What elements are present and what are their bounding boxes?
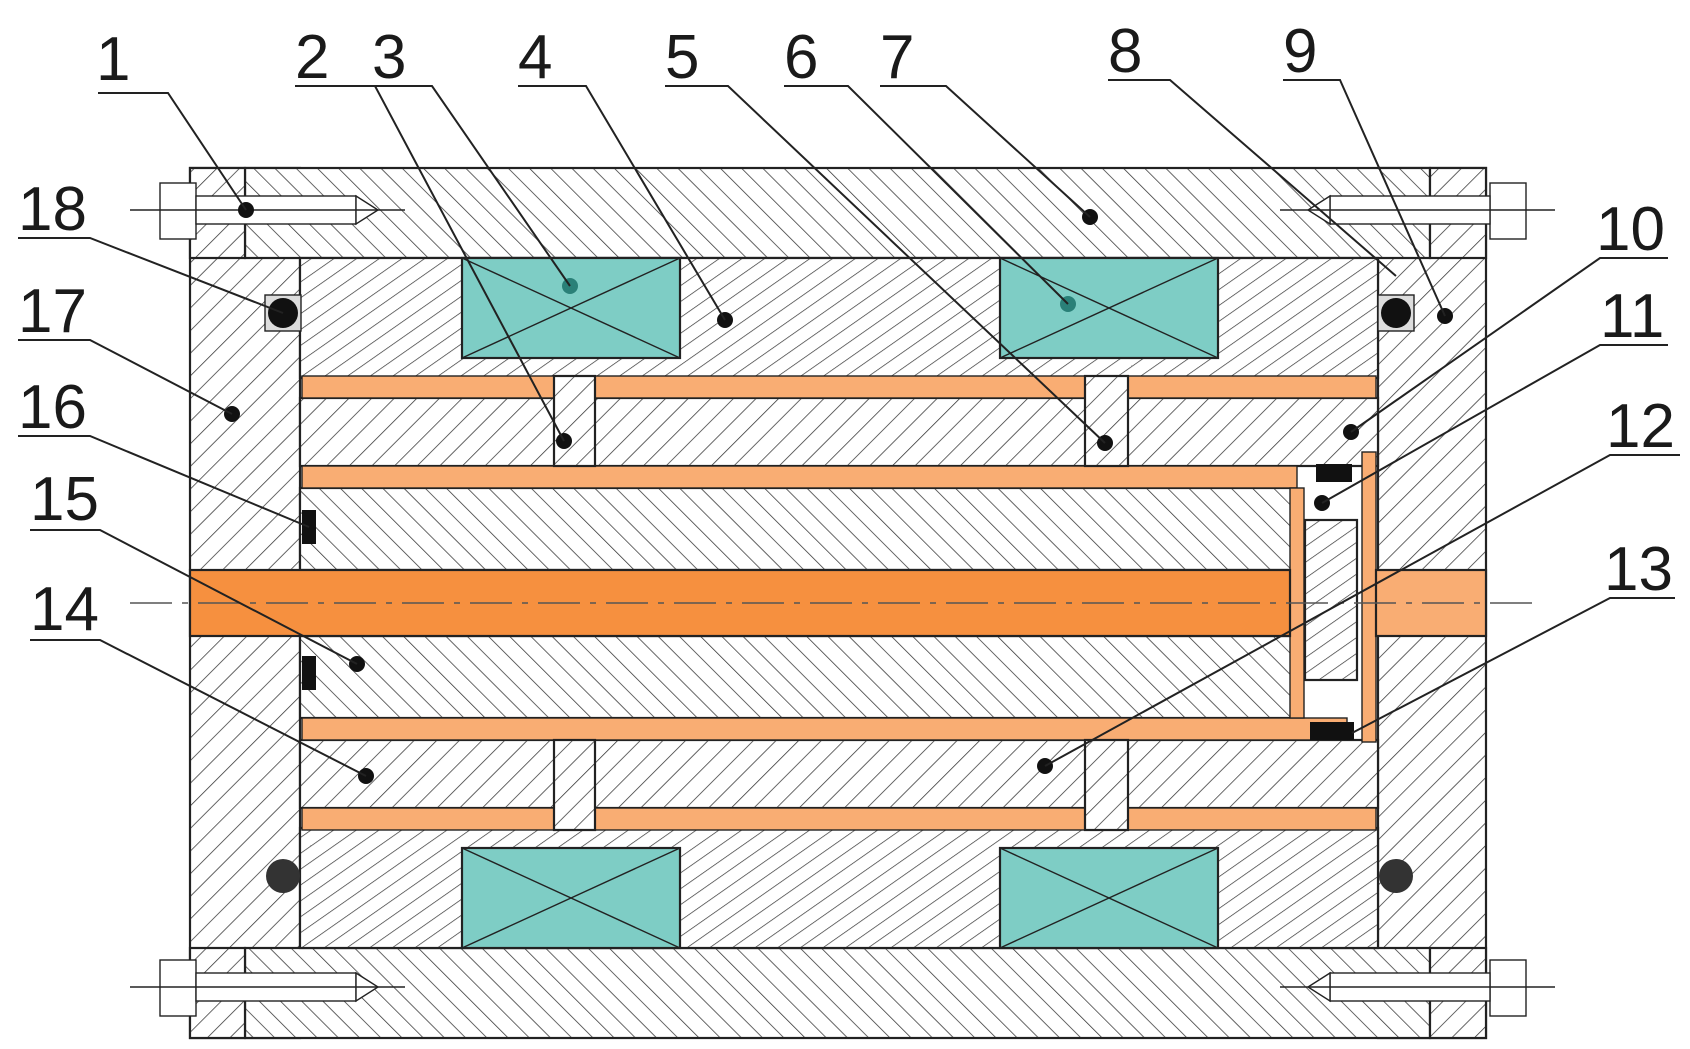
- sleeve-top-2: [594, 375, 1086, 399]
- leader-5: [665, 85, 1106, 444]
- coils: [460, 256, 1220, 950]
- bolts: [130, 182, 1555, 1017]
- label-1: 1: [96, 25, 130, 94]
- sleeve-lower-inner: [301, 717, 1348, 741]
- coil-lower-left: [460, 846, 682, 950]
- oring-top-right: [1381, 298, 1411, 328]
- leader-10: [1350, 257, 1668, 433]
- label-12: 12: [1606, 392, 1675, 461]
- coil-lower-right: [998, 846, 1220, 950]
- leader-4: [518, 85, 726, 321]
- seal-11: [1316, 464, 1352, 482]
- label-4: 4: [518, 23, 552, 92]
- lower-outer-ring: [298, 738, 1380, 810]
- rotor-body: [298, 396, 1380, 810]
- leader-15: [30, 529, 358, 665]
- label-9: 9: [1283, 17, 1317, 86]
- leader-6: [784, 85, 1069, 305]
- spacer-5-upper: [1083, 374, 1130, 468]
- bolt-bottom-right: [1280, 959, 1555, 1017]
- leader-14: [30, 639, 367, 777]
- leader-1: [98, 92, 247, 211]
- label-5: 5: [665, 23, 699, 92]
- seals: [264, 294, 1415, 893]
- lower-inner-ring: [298, 634, 1297, 720]
- label-13: 13: [1604, 535, 1673, 604]
- sleeve-top-1: [301, 375, 555, 399]
- spacer-2-upper: [552, 374, 597, 468]
- label-16: 16: [18, 373, 87, 442]
- leader-8: [1108, 79, 1397, 277]
- oring-bottom-right: [1379, 859, 1413, 893]
- label-2: 2: [295, 23, 329, 92]
- label-14: 14: [30, 575, 99, 644]
- leader-17: [18, 339, 233, 415]
- seal-13: [1310, 722, 1354, 740]
- leader-7: [880, 85, 1091, 218]
- part-labels: 1 2 3 4 5 6 7 8 9 10 11 12 13 14 15 16 1…: [18, 17, 1675, 644]
- leader-13: [1351, 597, 1675, 734]
- sleeve-bottom-1: [301, 807, 555, 831]
- leader-lines: [18, 79, 1680, 777]
- sleeve-end-right: [1361, 451, 1377, 743]
- label-18: 18: [18, 175, 87, 244]
- sleeve-bottom-3: [1127, 807, 1377, 831]
- spacer-5-lower: [1083, 738, 1130, 832]
- leader-12: [1044, 454, 1680, 767]
- spacer-2-lower: [552, 738, 597, 832]
- label-3: 3: [372, 23, 406, 92]
- upper-inner-ring: [298, 486, 1297, 572]
- coil-upper-left: [460, 256, 682, 360]
- end-disk: [1303, 518, 1359, 682]
- label-11: 11: [1600, 282, 1664, 351]
- seal-15: [302, 656, 316, 690]
- bolt-top-right: [1280, 182, 1555, 240]
- sleeve-top-3: [1127, 375, 1377, 399]
- label-10: 10: [1596, 195, 1665, 264]
- shaft: [130, 568, 1535, 638]
- sleeve-bottom-2: [594, 807, 1086, 831]
- leader-16: [18, 435, 310, 528]
- leader-11: [1321, 344, 1668, 504]
- leader-9: [1283, 79, 1446, 317]
- bolt-top-left: [130, 182, 405, 240]
- oring-bottom-left: [266, 859, 300, 893]
- leader-3: [372, 85, 571, 287]
- label-6: 6: [784, 23, 818, 92]
- coil-upper-right: [998, 256, 1220, 360]
- label-8: 8: [1108, 17, 1142, 86]
- leader-18: [18, 237, 284, 314]
- label-15: 15: [30, 465, 99, 534]
- bottom-cover: [243, 946, 1432, 1040]
- bolt-bottom-left: [130, 959, 405, 1017]
- sleeve-upper-inner: [301, 465, 1298, 489]
- label-17: 17: [18, 277, 87, 346]
- top-cover: [243, 166, 1432, 260]
- upper-outer-ring: [298, 396, 1380, 468]
- label-7: 7: [880, 23, 914, 92]
